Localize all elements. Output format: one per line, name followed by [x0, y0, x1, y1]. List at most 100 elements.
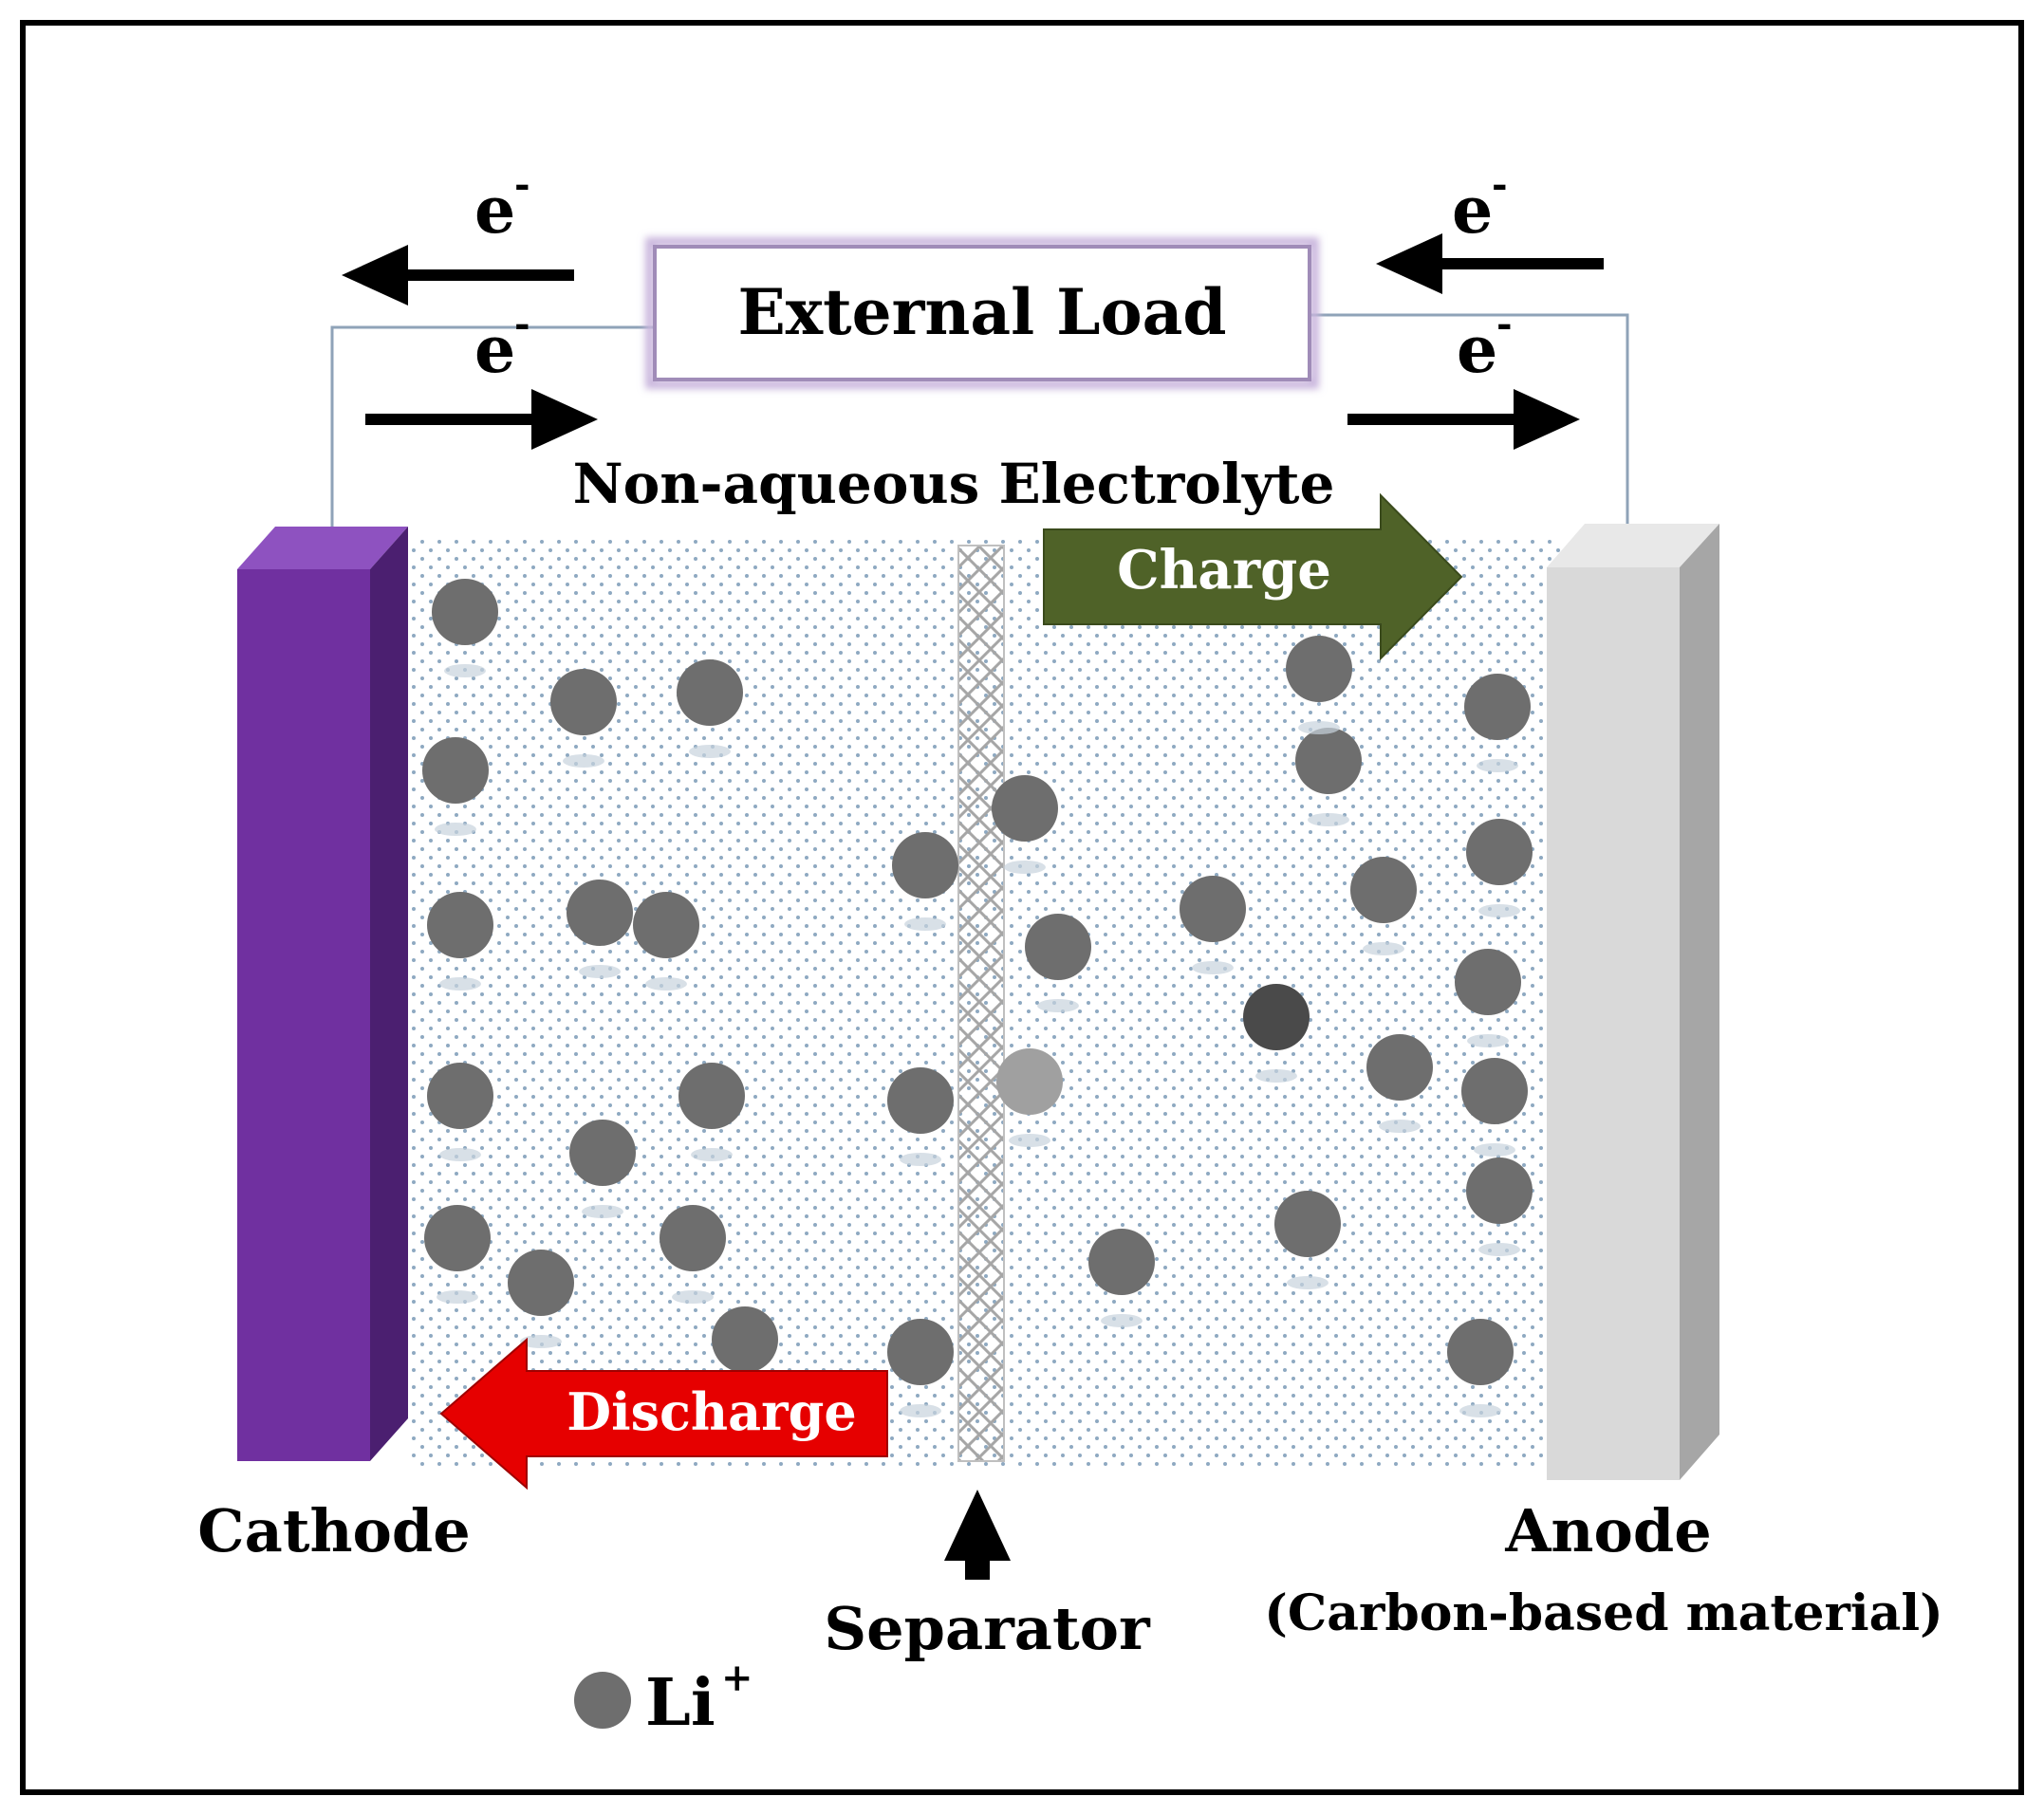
electron-arrow-top-right	[1376, 233, 1604, 294]
charge-arrow: Charge	[1043, 492, 1463, 661]
lithium-ion	[712, 1306, 778, 1373]
electrolyte-label: Non-aqueous Electrolyte	[573, 452, 1335, 516]
svg-text:-: -	[514, 162, 530, 207]
lithium-ion	[1274, 1191, 1341, 1257]
lithium-ions	[422, 579, 1533, 1385]
electron-label-bottom-left: e -	[474, 302, 530, 388]
lithium-ion	[887, 1319, 954, 1385]
ion-trace	[689, 745, 731, 758]
lithium-ion	[1180, 876, 1246, 942]
ion-traces	[435, 664, 1520, 1417]
lithium-ion	[422, 737, 489, 804]
lithium-ion	[567, 880, 633, 946]
ion-trace	[582, 1205, 623, 1218]
anode-electrode	[1547, 524, 1719, 1480]
lithium-ion	[1447, 1319, 1514, 1385]
lithium-ion	[660, 1205, 726, 1271]
anode-label: Anode	[1504, 1496, 1711, 1565]
ion-trace	[439, 1148, 481, 1161]
circuit-wire-left	[330, 325, 655, 527]
svg-text:-: -	[1492, 162, 1508, 207]
ion-trace	[904, 917, 946, 931]
ion-trace	[520, 1335, 562, 1348]
ion-trace	[1478, 1243, 1520, 1256]
lithium-ion	[633, 892, 699, 958]
lithium-ion	[1366, 1034, 1433, 1101]
electron-arrow-top-left	[342, 245, 574, 306]
ion-trace	[1037, 999, 1079, 1012]
svg-text:e: e	[474, 173, 515, 249]
lithium-ion	[996, 1048, 1063, 1115]
ion-trace	[900, 1404, 941, 1417]
ion-trace	[645, 977, 687, 991]
ion-trace	[691, 1148, 733, 1161]
lithium-ion	[892, 832, 958, 898]
electron-arrow-bottom-right	[1347, 389, 1580, 450]
svg-text:-: -	[514, 302, 530, 346]
ion-trace	[435, 823, 476, 836]
separator-label: Separator	[824, 1594, 1151, 1663]
ion-trace	[1009, 1134, 1050, 1147]
discharge-label: Discharge	[567, 1381, 856, 1442]
ion-trace	[1474, 1143, 1515, 1157]
external-load-label: External Load	[737, 275, 1226, 349]
lithium-ion	[508, 1250, 574, 1316]
lithium-ion	[1455, 949, 1521, 1015]
lithium-ion	[432, 579, 498, 645]
lithium-ion	[1295, 728, 1362, 794]
ion-trace	[439, 977, 481, 991]
lithium-ion	[887, 1067, 954, 1134]
lithium-ion	[1088, 1229, 1155, 1295]
lithium-ion	[550, 669, 617, 735]
electron-arrow-bottom-left	[365, 389, 598, 450]
lithium-ion	[569, 1120, 636, 1186]
ion-trace	[1287, 1276, 1329, 1289]
electron-label-bottom-right: e -	[1457, 302, 1513, 388]
ion-trace	[900, 1153, 941, 1166]
ion-trace	[1467, 1034, 1509, 1047]
discharge-arrow: Discharge	[439, 1337, 888, 1491]
lithium-ion	[1466, 819, 1533, 885]
lithium-ion	[678, 1063, 745, 1129]
ion-trace	[1379, 1120, 1421, 1133]
lithium-ion	[1466, 1158, 1533, 1224]
circuit-wire-right	[1305, 313, 1629, 527]
svg-text:e: e	[1452, 173, 1493, 249]
lithium-ion	[1286, 636, 1352, 702]
ion-trace	[1255, 1069, 1297, 1083]
separator-membrane	[957, 545, 1005, 1462]
lithium-ion	[1350, 857, 1417, 923]
ion-trace	[444, 664, 486, 677]
svg-text:e: e	[1457, 312, 1497, 388]
ion-trace	[1004, 861, 1046, 874]
ion-trace	[1298, 721, 1340, 734]
electron-label-top-right: e -	[1452, 162, 1508, 249]
ion-trace	[1363, 942, 1404, 955]
ion-trace	[579, 965, 621, 978]
lithium-ion	[1461, 1058, 1528, 1124]
charge-label: Charge	[1117, 539, 1331, 602]
lithium-ion	[992, 775, 1058, 842]
svg-text:-: -	[1496, 302, 1513, 346]
lithium-ion	[1025, 914, 1091, 980]
lithium-ion	[427, 1063, 493, 1129]
ion-trace	[1308, 813, 1349, 826]
ion-legend-symbol: Li	[645, 1665, 715, 1741]
external-load-glow	[645, 237, 1319, 389]
lithium-ion	[1464, 674, 1531, 740]
ion-legend-charge: +	[721, 1656, 753, 1700]
lithium-ion	[424, 1205, 491, 1271]
external-load-box	[653, 245, 1311, 381]
separator-pointer-arrow	[944, 1490, 1011, 1580]
cathode-electrode	[237, 527, 408, 1461]
ion-legend: Li +	[574, 1656, 753, 1741]
ion-trace	[672, 1290, 714, 1304]
electron-label-top-left: e -	[474, 162, 530, 249]
svg-text:e: e	[474, 312, 515, 388]
ion-legend-icon	[574, 1672, 631, 1729]
ion-trace	[1478, 904, 1520, 917]
ion-trace	[1192, 961, 1234, 974]
cathode-label: Cathode	[197, 1496, 470, 1565]
lithium-ion	[427, 892, 493, 958]
